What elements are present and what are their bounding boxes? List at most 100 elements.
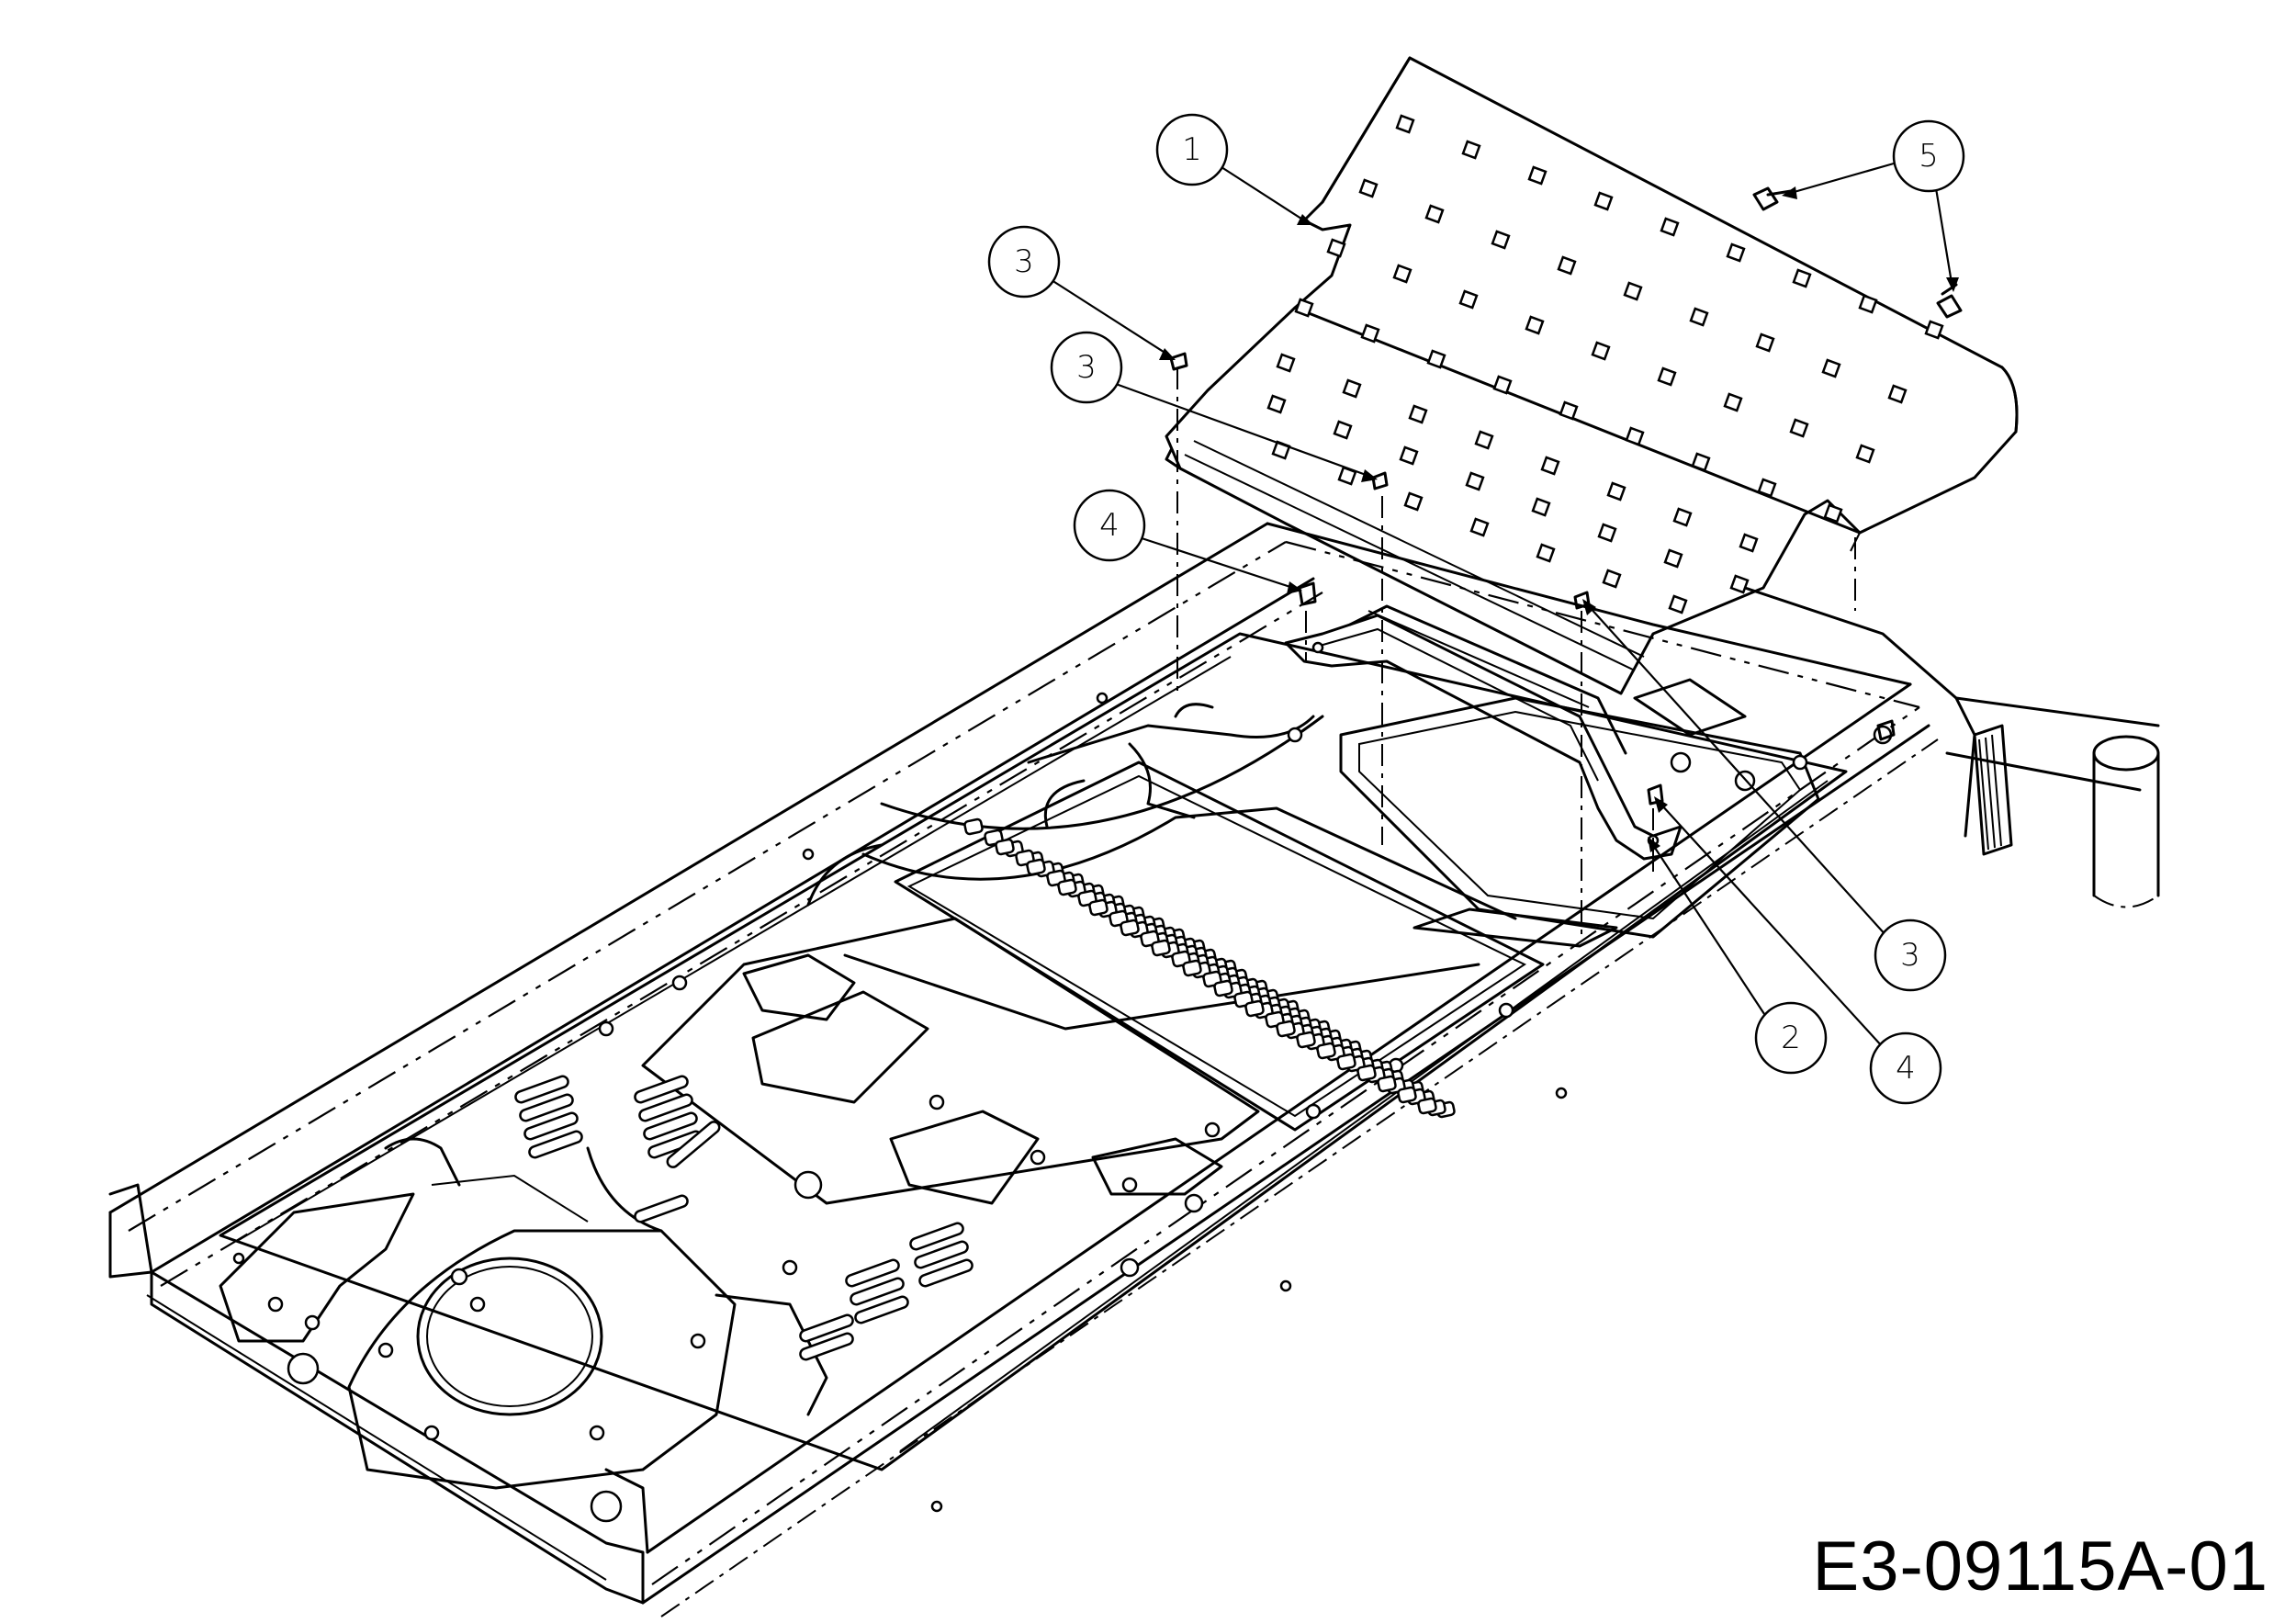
cover-square (1691, 452, 1711, 472)
bracket-part-2 (1284, 604, 1683, 861)
cover-square (1597, 523, 1617, 543)
cover-square (1660, 217, 1680, 237)
cover-square (1672, 507, 1693, 527)
cover-square (1358, 178, 1379, 198)
grid-hole (1276, 1020, 1296, 1038)
cover-square (1360, 323, 1380, 344)
grid-hole (963, 817, 984, 836)
grid-hole (1026, 858, 1046, 876)
callout-5: 5 (1782, 119, 1965, 292)
cover-square (1663, 548, 1683, 569)
cover-square (1557, 255, 1577, 276)
cover-square (1591, 341, 1611, 361)
cover-square (1527, 165, 1548, 186)
callout-3-c: 3 (1582, 599, 1947, 992)
grid-hole (1182, 959, 1202, 977)
grid-hole (1151, 939, 1171, 957)
cover-square (1491, 230, 1511, 250)
screw-5-a (1752, 186, 1793, 211)
cover-square (1625, 426, 1645, 446)
cover-square (1333, 420, 1353, 440)
grid-hole (1316, 1042, 1336, 1060)
cover-square (1792, 268, 1812, 288)
cover-square (1392, 264, 1412, 284)
cover-square (1424, 204, 1445, 224)
cover-square (1294, 298, 1314, 318)
screw-5-b (1936, 283, 1963, 319)
grid-hole (1057, 878, 1077, 896)
cover-square (1408, 404, 1428, 424)
cover-square (1723, 392, 1743, 412)
callout-3-a-label: 3 (1014, 243, 1034, 280)
callout-1: 1 (1155, 113, 1313, 225)
cover-square (1531, 497, 1551, 517)
cover-square (1492, 375, 1513, 395)
cover-square (1426, 349, 1446, 369)
callout-3-a: 3 (987, 225, 1176, 360)
cover-square (1726, 242, 1746, 263)
callout-4-b-label: 4 (1896, 1050, 1916, 1087)
grid-hole (1377, 1075, 1397, 1093)
cover-square (1602, 569, 1622, 589)
cover-square (1739, 533, 1759, 553)
cover-square (1326, 238, 1346, 258)
cover-square (1593, 191, 1614, 211)
cover-square (1395, 114, 1415, 134)
grid-hole (1088, 898, 1109, 917)
callouts: 1 3 3 5 4 (987, 113, 1965, 1105)
projection-lines (1176, 367, 1856, 937)
callout-4-a-label: 4 (1099, 507, 1120, 544)
cover-square (1755, 332, 1775, 353)
cover-plate-part-1 (1165, 56, 2019, 695)
callout-1-label: 1 (1182, 131, 1202, 168)
grid-hole (1213, 979, 1233, 997)
cover-square (1342, 378, 1362, 399)
cover-square (1821, 358, 1841, 378)
cover-square (1540, 456, 1560, 476)
cover-square (1474, 430, 1494, 450)
cover-square (1668, 594, 1688, 614)
cover-square (1458, 289, 1479, 310)
callout-4-a: 4 (1073, 489, 1302, 594)
grid-hole (1336, 1053, 1356, 1071)
cover-square (1403, 491, 1424, 512)
cover-embossed-squares (1266, 114, 1944, 614)
cover-square (1657, 366, 1677, 387)
vent-slots (514, 1075, 974, 1361)
cover-square (1465, 471, 1485, 491)
cover-square (1559, 400, 1579, 421)
cover-square (1266, 394, 1287, 414)
grid-hole (1296, 1031, 1316, 1049)
chassis-frame (108, 522, 2160, 1617)
grid-hole (1244, 999, 1265, 1018)
grid-hole (1120, 919, 1140, 937)
cover-square (1729, 574, 1750, 594)
frame-holes (232, 692, 1893, 1523)
callout-2-label: 2 (1781, 1020, 1801, 1056)
cover-square (1399, 445, 1419, 466)
callout-3-c-label: 3 (1900, 937, 1920, 974)
cover-square (1855, 444, 1875, 464)
callout-3-b: 3 (1050, 331, 1378, 482)
cover-square (1789, 418, 1809, 438)
grid-hole (1397, 1086, 1417, 1104)
callout-3-b-label: 3 (1076, 349, 1097, 386)
grid-hole (1356, 1064, 1377, 1082)
cover-square (1606, 481, 1626, 502)
cover-square (1536, 543, 1556, 563)
cover-square (1757, 478, 1777, 498)
cover-square (1461, 140, 1481, 160)
callout-4-b: 4 (1654, 796, 1942, 1105)
cover-square (1823, 503, 1843, 524)
callout-5-label: 5 (1919, 138, 1939, 175)
grid-hole (995, 838, 1015, 856)
cover-square (1858, 294, 1878, 314)
cover-square (1887, 384, 1908, 404)
cover-square (1469, 517, 1490, 537)
drawing-id: E3-09115A-01 (1812, 1527, 2268, 1606)
fasteners (1169, 186, 1963, 806)
cover-square (1623, 281, 1643, 301)
cover-square (1276, 353, 1296, 373)
perforated-grid (963, 817, 1456, 1119)
